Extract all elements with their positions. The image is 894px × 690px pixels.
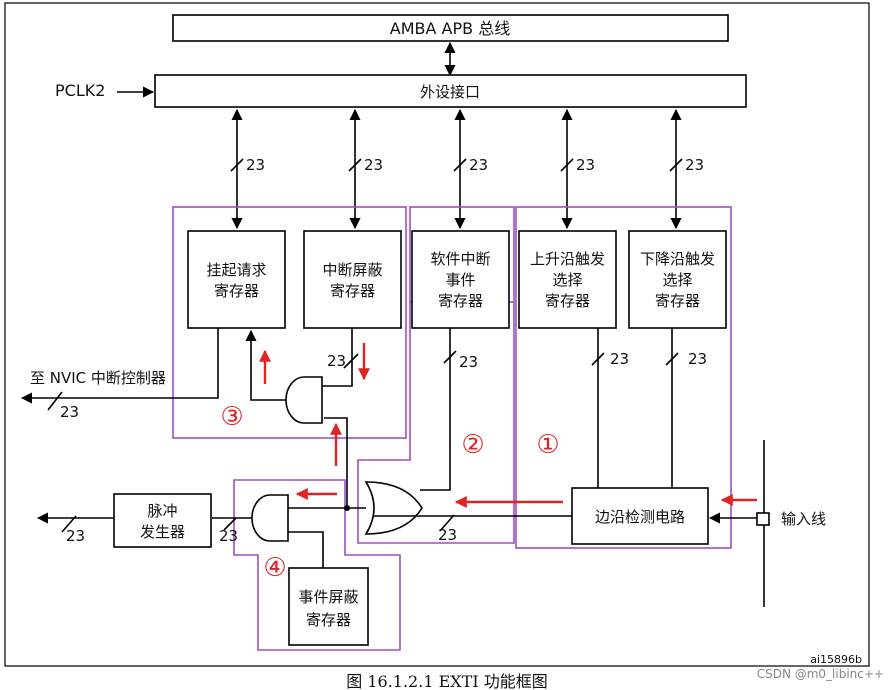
- svg-text:选择: 选择: [552, 271, 582, 289]
- width-label: 23: [685, 156, 704, 174]
- pending-request-register: 挂起请求 寄存器: [187, 230, 286, 329]
- peripheral-interface: 外设接口: [154, 74, 747, 108]
- input-pin: [756, 512, 770, 526]
- watermark: CSDN @m0_libinc++: [757, 667, 884, 681]
- rising-edge-select-register: 上升沿触发 选择 寄存器: [518, 230, 617, 329]
- imr-to-and-wire: [322, 328, 353, 387]
- width-label: 23: [438, 526, 457, 544]
- badge-3: ③: [220, 402, 243, 432]
- width-label: 23: [66, 527, 85, 545]
- width-label: 23: [688, 350, 707, 368]
- width-label: 23: [610, 350, 629, 368]
- width-label: 23: [459, 353, 478, 371]
- figure-id: ai15896b: [810, 653, 862, 666]
- peripheral-interface-label: 外设接口: [420, 83, 480, 101]
- group-4-outline: [233, 479, 401, 651]
- interrupt-and-gate: [285, 376, 323, 424]
- falling-edge-select-register: 下降沿触发 选择 寄存器: [628, 230, 727, 329]
- and-to-pending-wire: [245, 329, 286, 401]
- width-label: 23: [576, 156, 595, 174]
- group-1-outline: [515, 206, 732, 549]
- signal-flow-arrows: [259, 343, 757, 508]
- width-label: 23: [219, 527, 238, 545]
- svg-text:脉冲: 脉冲: [147, 502, 177, 520]
- figure-caption: 图 16.1.2.1 EXTI 功能框图: [346, 672, 547, 690]
- svg-text:寄存器: 寄存器: [330, 282, 375, 300]
- width-label: 23: [246, 156, 265, 174]
- interrupt-mask-register: 中断屏蔽 寄存器: [303, 230, 402, 329]
- svg-text:寄存器: 寄存器: [545, 292, 590, 310]
- software-interrupt-event-register: 软件中断 事件 寄存器: [411, 230, 510, 329]
- amba-apb-bus-label: AMBA APB 总线: [390, 19, 510, 38]
- svg-text:上升沿触发: 上升沿触发: [530, 250, 605, 268]
- width-label: 23: [327, 352, 346, 370]
- svg-text:下降沿触发: 下降沿触发: [640, 250, 715, 268]
- register-links: 23 23 23 23 23: [230, 108, 704, 230]
- svg-text:事件屏蔽: 事件屏蔽: [298, 588, 358, 606]
- width-label: 23: [469, 156, 488, 174]
- svg-text:发生器: 发生器: [140, 523, 185, 541]
- pulse-generator: 脉冲 发生器: [113, 493, 212, 548]
- svg-text:事件: 事件: [445, 271, 475, 289]
- nvic-label: 至 NVIC 中断控制器: [30, 369, 166, 387]
- width-label: 23: [60, 403, 79, 421]
- edge-detection-circuit: 边沿检测电路: [571, 487, 709, 545]
- svg-text:软件中断: 软件中断: [430, 250, 490, 268]
- svg-text:寄存器: 寄存器: [306, 611, 351, 629]
- amba-apb-bus: AMBA APB 总线: [172, 14, 729, 42]
- svg-text:挂起请求: 挂起请求: [206, 261, 266, 279]
- svg-text:寄存器: 寄存器: [214, 282, 259, 300]
- badge-1: ①: [536, 430, 559, 460]
- svg-text:寄存器: 寄存器: [655, 292, 700, 310]
- emr-to-and-wire: [288, 531, 324, 568]
- input-line-label: 输入线: [781, 510, 826, 528]
- badge-4: ④: [263, 553, 286, 583]
- pending-to-nvic-wire: [20, 328, 219, 404]
- or-gate: [364, 481, 423, 535]
- or-to-upper-and-wire: [324, 417, 348, 508]
- swier-to-or-wire: [420, 328, 451, 491]
- outer-frame: [4, 2, 870, 667]
- svg-text:选择: 选择: [662, 271, 692, 289]
- pclk2-label: PCLK2: [55, 81, 105, 100]
- svg-text:中断屏蔽: 中断屏蔽: [322, 261, 382, 279]
- svg-text:寄存器: 寄存器: [438, 292, 483, 310]
- svg-text:边沿检测电路: 边沿检测电路: [595, 508, 685, 526]
- width-label: 23: [364, 156, 383, 174]
- group-3-outline: [172, 206, 407, 439]
- event-mask-register: 事件屏蔽 寄存器: [288, 567, 369, 646]
- badge-2: ②: [461, 430, 484, 460]
- event-and-gate: [251, 494, 289, 542]
